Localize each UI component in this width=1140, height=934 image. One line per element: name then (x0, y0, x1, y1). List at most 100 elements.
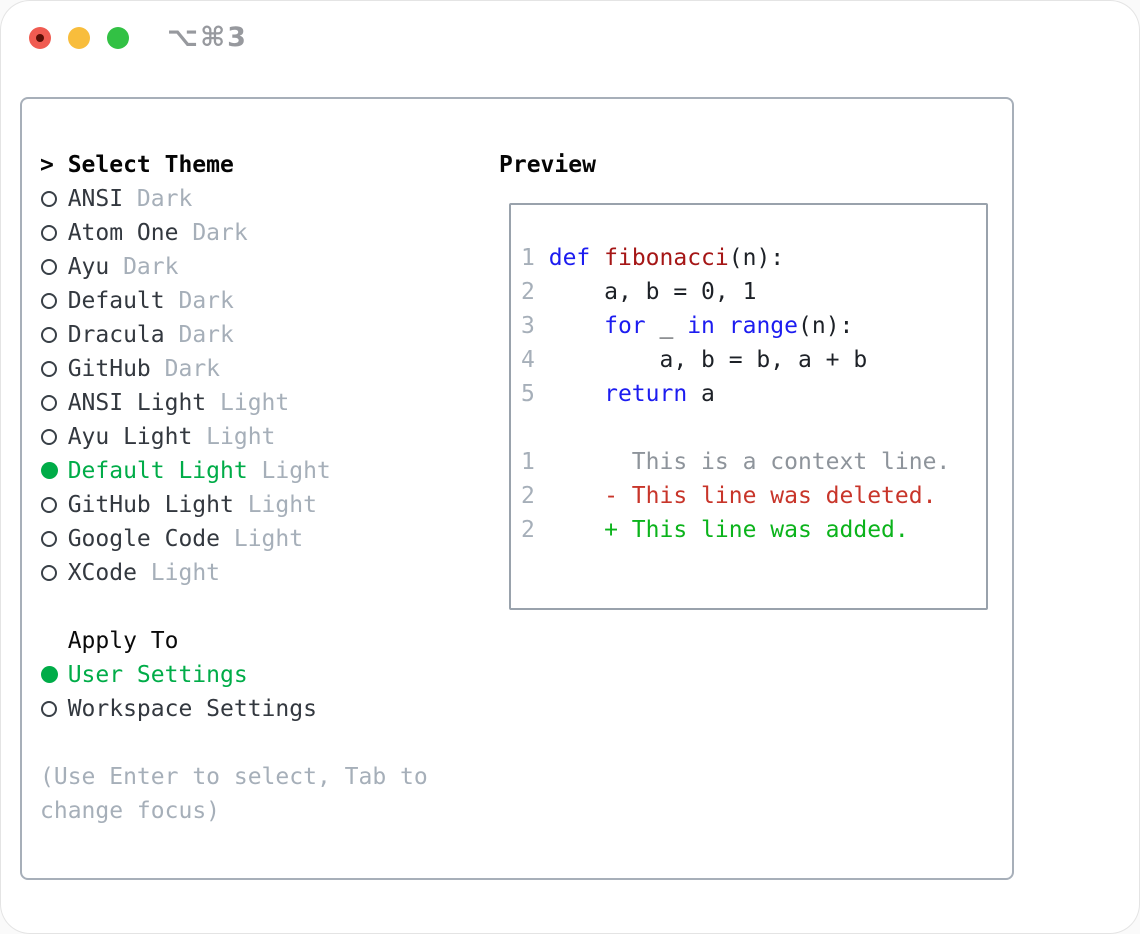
close-button[interactable] (29, 27, 51, 49)
theme-name: ANSI (67, 186, 124, 212)
prompt-caret-icon: > (40, 152, 54, 178)
theme-option-ayu[interactable]: Ayu Dark (40, 250, 428, 284)
code-line: 4 a, b = b, a + b (521, 343, 980, 377)
theme-variant: Light (206, 424, 276, 450)
radio-icon (40, 522, 68, 556)
code-token (535, 313, 604, 339)
code-line: 3 for _ in range(n): (521, 309, 980, 343)
code-line: 1 This is a context line. (521, 445, 980, 479)
theme-option-default-light[interactable]: Default Light Light (40, 454, 428, 488)
help-text-line2: change focus) (40, 798, 221, 824)
code-line: 1 def fibonacci(n): (521, 241, 980, 275)
theme-name: Google Code (67, 526, 221, 552)
theme-name: Default (67, 288, 165, 314)
code-token: a, b = 0, 1 (534, 279, 757, 305)
code-token: _ (645, 313, 688, 339)
radio-icon (40, 420, 68, 454)
theme-variant: Dark (136, 186, 193, 212)
theme-name: Dracula (67, 322, 165, 348)
theme-name: ANSI Light (67, 390, 207, 416)
traffic-lights (29, 27, 129, 49)
zoom-button[interactable] (107, 27, 129, 49)
theme-variant: Light (247, 492, 317, 518)
code-token (715, 313, 729, 339)
line-number: 3 (521, 313, 535, 339)
theme-variant: Dark (192, 220, 248, 246)
radio-icon (40, 692, 68, 726)
minimize-button[interactable] (68, 27, 90, 49)
radio-icon (40, 386, 68, 420)
code-line: 2 - This line was deleted. (521, 479, 980, 513)
theme-variant: Light (261, 458, 331, 484)
window-shortcut-label: ⌥⌘3 (167, 22, 248, 53)
theme-option-atom-one[interactable]: Atom One Dark (40, 216, 428, 250)
code-token: return (604, 381, 688, 407)
code-token: - This line was deleted. (534, 483, 937, 509)
apply-option-label: Workspace Settings (67, 696, 317, 722)
code-token: (n): (728, 245, 785, 271)
code-token: def (548, 245, 591, 271)
blank-line (521, 411, 980, 445)
line-number: 5 (521, 381, 535, 407)
radio-selected-icon (40, 454, 68, 488)
theme-name: Ayu Light (67, 424, 193, 450)
theme-variant: Dark (164, 356, 221, 382)
theme-name: Atom One (67, 220, 179, 246)
radio-icon (40, 318, 68, 352)
code-token (535, 381, 604, 407)
spacer (40, 726, 428, 760)
apply-option-user-settings[interactable]: User Settings (40, 658, 428, 692)
code-token: a, b = b, a + b (534, 347, 868, 373)
code-token: range (728, 313, 799, 339)
theme-option-default[interactable]: Default Dark (40, 284, 428, 318)
radio-selected-icon (40, 658, 68, 692)
code-token (590, 245, 604, 271)
apply-to-title: Apply To (67, 628, 179, 654)
radio-icon (40, 182, 68, 216)
apply-option-label: User Settings (67, 662, 248, 688)
code-line: 2 + This line was added. (521, 513, 980, 547)
line-number: 1 (521, 245, 535, 271)
theme-option-ayu-light[interactable]: Ayu Light Light (40, 420, 428, 454)
radio-icon (40, 488, 68, 522)
theme-variant: Dark (178, 322, 234, 348)
theme-option-google-code[interactable]: Google Code Light (40, 522, 428, 556)
theme-name: XCode (67, 560, 137, 586)
theme-name: Default Light (67, 458, 248, 484)
radio-icon (40, 284, 68, 318)
close-dot-icon (36, 34, 44, 42)
line-number: 4 (521, 347, 535, 373)
line-number: 2 (521, 517, 535, 543)
help-text-line1: (Use Enter to select, Tab to (40, 764, 428, 790)
theme-option-ansi-light[interactable]: ANSI Light Light (40, 386, 428, 420)
theme-option-ansi[interactable]: ANSI Dark (40, 182, 428, 216)
code-token: fibonacci (604, 245, 729, 271)
line-number: 2 (521, 483, 535, 509)
theme-name: GitHub Light (67, 492, 234, 518)
theme-option-github-light[interactable]: GitHub Light Light (40, 488, 428, 522)
theme-picker-header: > Select Theme (40, 148, 428, 182)
line-number: 1 (521, 449, 535, 475)
code-token: in (687, 313, 715, 339)
code-line: 2 a, b = 0, 1 (521, 275, 980, 309)
theme-variant: Dark (123, 254, 179, 280)
theme-variant: Dark (178, 288, 234, 314)
theme-variant: Light (220, 390, 290, 416)
theme-option-dracula[interactable]: Dracula Dark (40, 318, 428, 352)
code-line: 5 return a (521, 377, 980, 411)
theme-variant: Light (233, 526, 304, 552)
theme-picker-title: Select Theme (67, 152, 234, 178)
line-number: 2 (521, 279, 535, 305)
code-token: This is a context line. (534, 449, 951, 475)
apply-option-workspace-settings[interactable]: Workspace Settings (40, 692, 428, 726)
code-token (535, 245, 549, 271)
theme-name: Ayu (67, 254, 110, 280)
